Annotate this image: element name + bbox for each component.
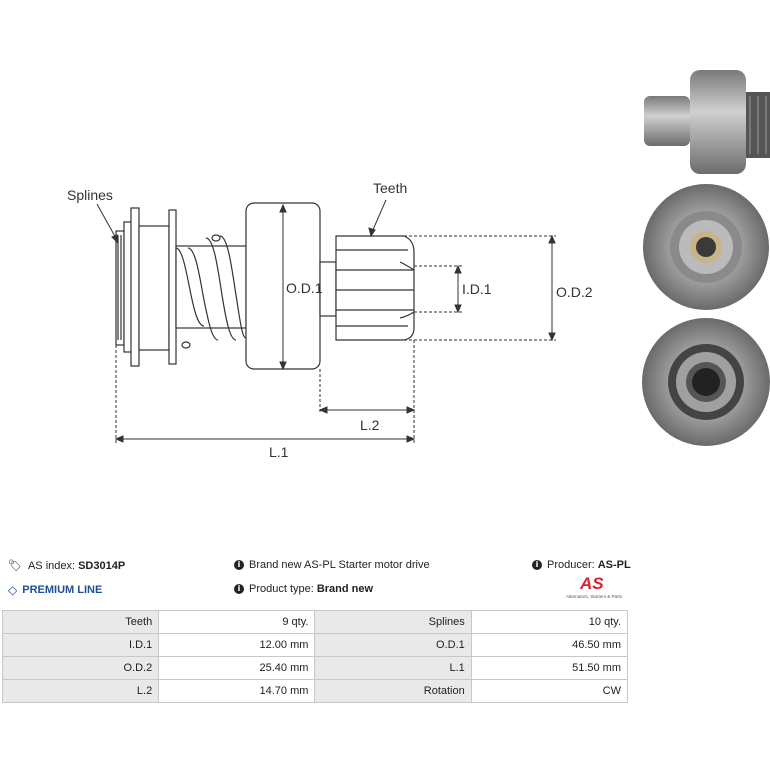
producer-value: AS-PL: [597, 559, 631, 571]
l2-label: L.2: [360, 417, 380, 433]
table-row: Teeth 9 qty. Splines 10 qty.: [1, 610, 629, 634]
id1-label: I.D.1: [462, 281, 492, 297]
tag-icon: 🏷︎: [8, 560, 22, 572]
info-icon: i: [234, 560, 244, 570]
producer: i Producer: AS-PL: [532, 559, 631, 571]
table-row: L.2 14.70 mm Rotation CW: [1, 679, 629, 703]
od2-label: O.D.2: [556, 284, 593, 300]
as-index: 🏷︎ AS index: SD3014P: [8, 559, 126, 573]
info-icon: i: [234, 584, 244, 594]
premium-line: ◇ PREMIUM LINE: [8, 583, 103, 597]
technical-drawing: Splines Teeth O.D.1 I.D.1 O.D.2 L.2 L.1: [67, 70, 770, 460]
table-row: I.D.1 12.00 mm O.D.1 46.50 mm: [1, 633, 629, 657]
photo-back-view: [642, 318, 770, 446]
spec-table: Teeth 9 qty. Splines 10 qty. I.D.1 12.00…: [1, 610, 629, 703]
splines-label: Splines: [67, 187, 113, 203]
info-icon: i: [532, 560, 542, 570]
table-row: O.D.2 25.40 mm L.1 51.50 mm: [1, 656, 629, 680]
photo-side-view: [644, 70, 770, 174]
l1-label: L.1: [269, 444, 289, 460]
od1-label: O.D.1: [286, 280, 323, 296]
description: i Brand new AS-PL Starter motor drive: [234, 559, 430, 571]
diamond-icon: ◇: [8, 583, 18, 597]
as-index-value: SD3014P: [78, 559, 126, 572]
product-type: i Product type: Brand new: [234, 583, 373, 595]
as-pl-logo: AS Alternators, Starters & Parts: [566, 574, 623, 599]
photo-front-view: [643, 184, 769, 310]
teeth-label: Teeth: [373, 180, 407, 196]
product-type-value: Brand new: [316, 583, 374, 595]
